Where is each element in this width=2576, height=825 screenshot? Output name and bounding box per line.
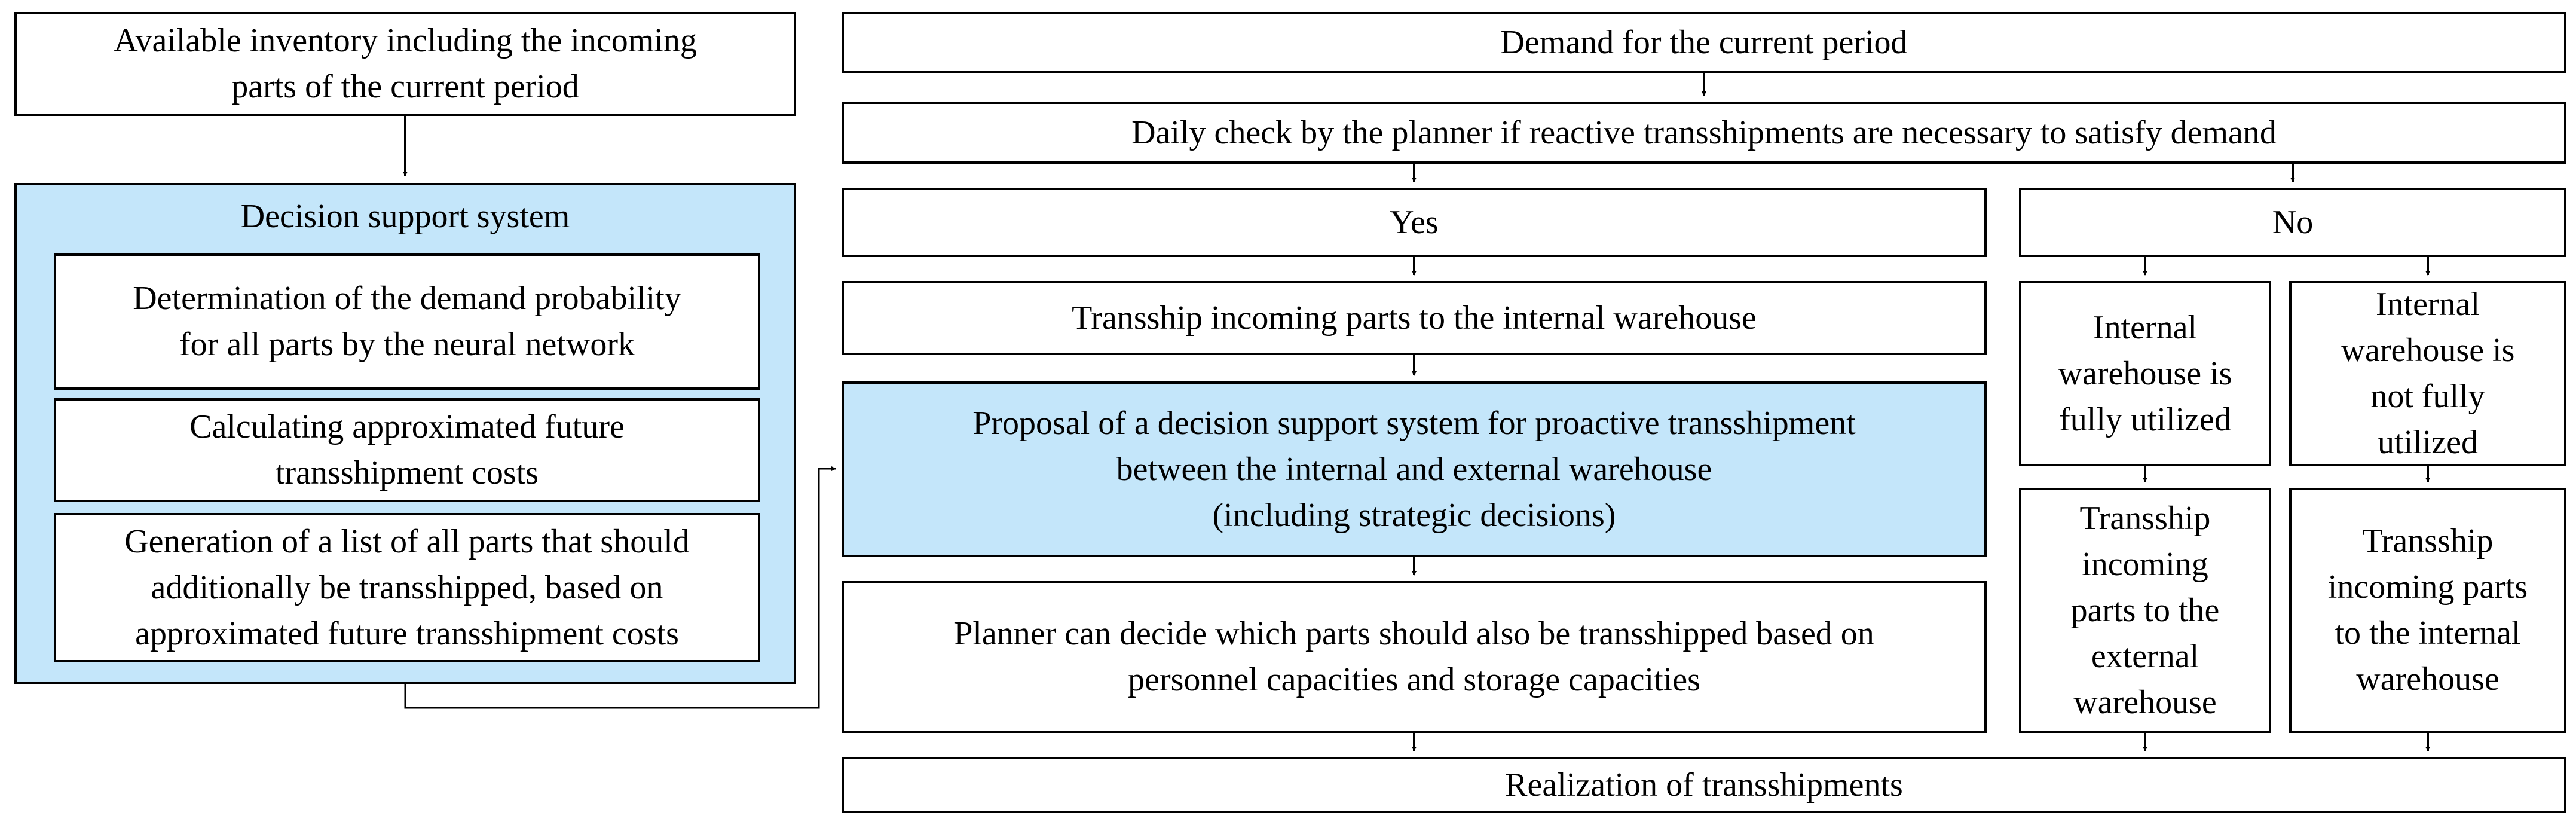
panel-title: Decision support system	[240, 198, 570, 235]
dss-step-transshipment-costs: Calculating approximated future transshi…	[54, 398, 760, 502]
dss-step-demand-probability: Determination of the demand probability …	[54, 253, 760, 390]
transship-internal-no-box: Transship incoming parts to the internal…	[2289, 488, 2566, 733]
yes-box: Yes	[842, 188, 1987, 257]
proposal-box: Proposal of a decision support system fo…	[842, 381, 1987, 557]
demand-box: Demand for the current period	[842, 12, 2566, 73]
inventory-box: Available inventory including the incomi…	[14, 12, 796, 116]
internal-full-box: Internal warehouse is fully utilized	[2019, 281, 2271, 466]
dss-step-parts-list: Generation of a list of all parts that s…	[54, 513, 760, 662]
transship-external-box: Transship incoming parts to the external…	[2019, 488, 2271, 733]
no-box: No	[2019, 188, 2566, 257]
realization-box: Realization of transshipments	[842, 757, 2566, 813]
daily-check-box: Daily check by the planner if reactive t…	[842, 102, 2566, 164]
transship-internal-box: Transship incoming parts to the internal…	[842, 281, 1987, 355]
internal-not-full-box: Internal warehouse is not fully utilized	[2289, 281, 2566, 466]
planner-decides-box: Planner can decide which parts should al…	[842, 581, 1987, 733]
